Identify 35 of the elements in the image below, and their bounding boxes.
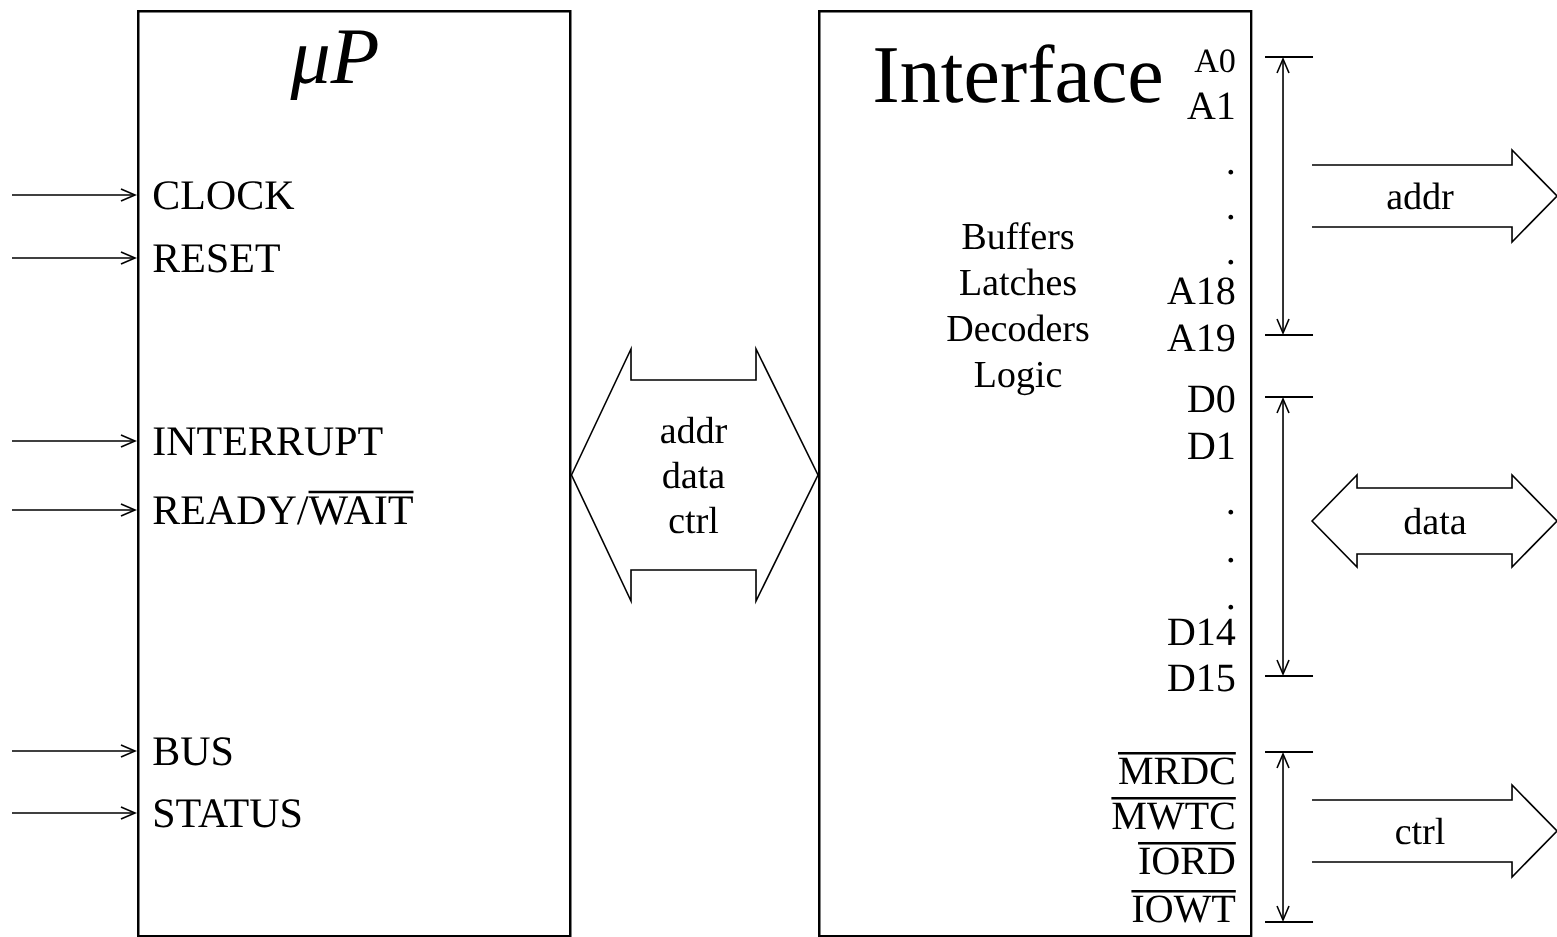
- ellipsis-dot: .: [1228, 557, 1234, 563]
- block-title: Interface: [875, 44, 1161, 103]
- ellipsis-dot: .: [1228, 259, 1234, 265]
- pin-label: A0: [1194, 49, 1235, 73]
- pin-label: D1: [1188, 432, 1234, 460]
- bus-arrow: [570, 345, 819, 605]
- pin-label: MRDC: [1118, 752, 1236, 785]
- pin-label: READY/WAIT: [153, 490, 414, 525]
- pin-label: D14: [1168, 618, 1236, 646]
- chip-title: μP: [290, 30, 378, 101]
- signal-arrow: [11, 251, 137, 265]
- pin-label: RESET: [153, 244, 280, 273]
- pin-label: IORD: [1138, 842, 1236, 875]
- pin-label: INTERRUPT: [153, 427, 383, 456]
- ellipsis-dot: .: [1228, 509, 1234, 515]
- pin-label: CLOCK: [153, 181, 295, 210]
- signal-arrow: [11, 744, 137, 758]
- pin-label: A1: [1187, 92, 1234, 119]
- ellipsis-dot: .: [1228, 169, 1234, 175]
- pin-label: STATUS: [155, 799, 301, 828]
- pin-label: A18: [1167, 277, 1235, 305]
- pin-label: BUS: [153, 737, 232, 766]
- signal-arrow: [11, 188, 137, 202]
- ellipsis-dot: .: [1228, 214, 1234, 220]
- pin-label: D0: [1188, 385, 1235, 413]
- signal-arrow: [11, 434, 137, 448]
- ellipsis-dot: .: [1228, 604, 1234, 610]
- pin-label: MWTC: [1111, 797, 1236, 830]
- pin-label: IOWT: [1131, 890, 1236, 923]
- signal-arrow: [11, 806, 137, 820]
- function-list: Buffers Latches Decoders Logic: [947, 222, 1089, 396]
- pin-label: A19: [1167, 324, 1235, 352]
- edge-label: addr data ctrl: [661, 416, 727, 534]
- signal-arrow: [11, 503, 137, 517]
- pin-label: D15: [1168, 664, 1235, 692]
